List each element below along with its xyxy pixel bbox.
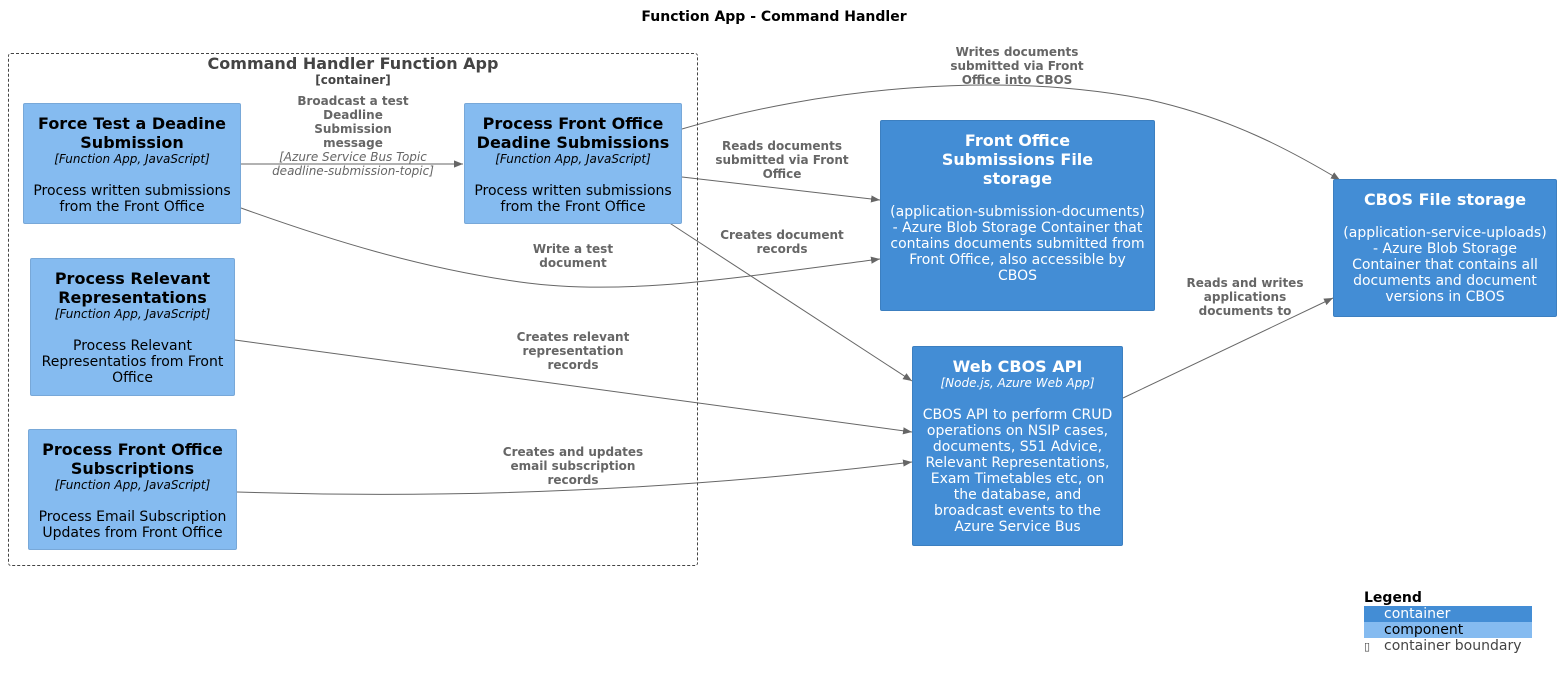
node-front-office-submissions-file-storage[interactable]: Front Office Submissions File storage (a… bbox=[880, 120, 1155, 311]
node-name: Process Front Office Subscriptions bbox=[42, 440, 223, 478]
edge-writes-docs bbox=[681, 84, 1341, 181]
boundary-type: [container] bbox=[315, 73, 391, 87]
node-name: Process Relevant Representations bbox=[54, 269, 211, 307]
node-tech: [Function App, JavaScript] bbox=[495, 152, 651, 166]
edge-label-text: Broadcast a test Deadline Submission mes… bbox=[297, 94, 409, 150]
node-description: Process written submissions from the Fro… bbox=[474, 183, 672, 215]
edge-label-creates-rel-rep: Creates relevant representation records bbox=[516, 330, 630, 372]
legend-item-container: container bbox=[1364, 606, 1532, 622]
edge-label-reads-docs: Reads documents submitted via Front Offi… bbox=[715, 139, 849, 181]
node-force-test-deadline-submission[interactable]: Force Test a Deadine Submission [Functio… bbox=[23, 103, 241, 224]
node-tech: [Function App, JavaScript] bbox=[54, 152, 210, 166]
node-name: Process Front Office Deadine Submissions bbox=[476, 114, 670, 152]
edge-label-reads-writes: Reads and writes applications documents … bbox=[1186, 276, 1304, 318]
node-tech: [Node.js, Azure Web App] bbox=[940, 376, 1095, 390]
edge-label-creates-doc-records: Creates document records bbox=[720, 228, 844, 256]
node-name: Force Test a Deadine Submission bbox=[38, 114, 226, 152]
node-name: Web CBOS API bbox=[952, 357, 1083, 376]
edge-reads-docs bbox=[681, 176, 881, 203]
edge-creates-sub bbox=[236, 459, 913, 495]
node-tech: [Function App, JavaScript] bbox=[54, 307, 211, 321]
legend-item-label: container boundary bbox=[1384, 638, 1522, 654]
edge-label-write-test: Write a test document bbox=[532, 242, 614, 270]
node-name: CBOS File storage bbox=[1363, 190, 1527, 209]
node-process-front-office-subscriptions[interactable]: Process Front Office Subscriptions [Func… bbox=[28, 429, 237, 550]
node-name: Front Office Submissions File storage bbox=[941, 131, 1094, 188]
node-description: Process Relevant Representatios from Fro… bbox=[41, 338, 224, 386]
node-tech: [Function App, JavaScript] bbox=[54, 478, 211, 492]
node-web-cbos-api[interactable]: Web CBOS API [Node.js, Azure Web App] CB… bbox=[912, 346, 1123, 546]
legend-title: Legend bbox=[1364, 590, 1422, 606]
legend: Legend container component ▯ container bo… bbox=[1364, 590, 1532, 654]
edge-reads-writes bbox=[1122, 297, 1334, 399]
node-description: CBOS API to perform CRUD operations on N… bbox=[922, 407, 1113, 535]
node-process-relevant-representations[interactable]: Process Relevant Representations [Functi… bbox=[30, 258, 235, 396]
node-description: (application-submission-documents) - Azu… bbox=[890, 204, 1145, 284]
edge-label-writes-docs: Writes documents submitted via Front Off… bbox=[950, 45, 1084, 87]
legend-item-container-boundary: ▯ container boundary bbox=[1364, 638, 1532, 654]
boundary-symbol-icon: ▯ bbox=[1364, 640, 1371, 653]
edge-creates-doc-records bbox=[667, 221, 913, 382]
edge-label-broadcast: Broadcast a test Deadline Submission mes… bbox=[268, 94, 438, 178]
node-cbos-file-storage[interactable]: CBOS File storage (application-service-u… bbox=[1333, 179, 1557, 317]
boundary-title: Command Handler Function App bbox=[207, 54, 499, 73]
node-process-front-office-deadline-submissions[interactable]: Process Front Office Deadine Submissions… bbox=[464, 103, 682, 224]
edge-label-creates-sub: Creates and updates email subscription r… bbox=[502, 445, 644, 487]
node-description: (application-service-uploads) - Azure Bl… bbox=[1343, 225, 1547, 305]
node-description: Process written submissions from the Fro… bbox=[33, 183, 231, 215]
edge-creates-rel-rep bbox=[234, 339, 913, 435]
edge-label-tech: [Azure Service Bus Topic deadline-submis… bbox=[272, 150, 434, 178]
node-description: Process Email Subscription Updates from … bbox=[38, 509, 227, 541]
legend-item-component: component bbox=[1364, 622, 1532, 638]
diagram-title: Function App - Command Handler bbox=[641, 9, 907, 25]
container-boundary bbox=[8, 53, 698, 566]
